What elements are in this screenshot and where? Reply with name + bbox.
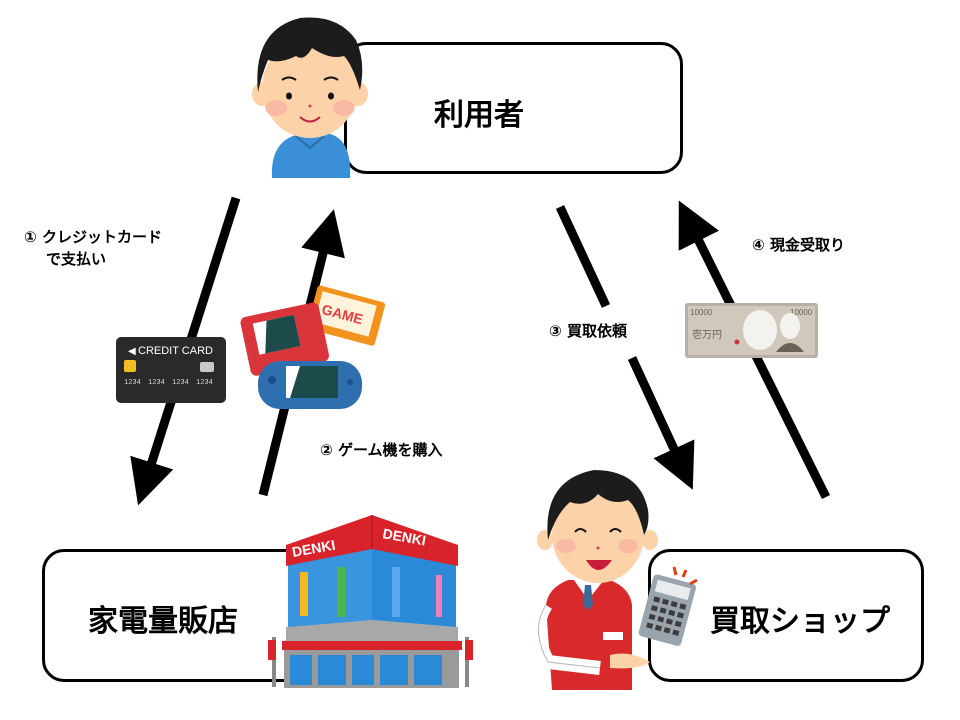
- store-sign-left: DENKI: [291, 537, 337, 560]
- buyback-shop-box: [648, 549, 924, 682]
- buyback-shop-label: 買取ショップ: [710, 604, 890, 639]
- shop-clerk-calculator-icon: [531, 470, 698, 690]
- step-1-text-line1: クレジットカード: [41, 228, 162, 246]
- store-sign-right: DENKI: [381, 525, 427, 548]
- step-4-label: ④ 現金受取り: [752, 234, 845, 256]
- credit-card-number-1: 1234: [124, 379, 141, 387]
- step-3-label: ③ 買取依頼: [549, 320, 627, 342]
- step-1-number: ①: [24, 228, 37, 246]
- step-4-number: ④: [752, 236, 765, 254]
- user-box: [344, 42, 683, 174]
- electronics-store-label: 家電量販店: [88, 604, 238, 639]
- step-3-text: 買取依頼: [566, 322, 627, 340]
- yen-banknote-icon: 10000 10000 壱万円: [685, 303, 818, 358]
- step-4-text: 現金受取り: [769, 236, 845, 254]
- step-2-label: ② ゲーム機を購入: [320, 439, 443, 461]
- credit-card-number-2: 1234: [148, 379, 165, 387]
- banknote-value-left: 10000: [690, 308, 713, 317]
- user-boy-icon: [252, 17, 368, 178]
- banknote-kanji: 壱万円: [692, 328, 722, 341]
- credit-card-number-3: 1234: [172, 379, 189, 387]
- step-1-label: ① クレジットカード で支払い: [24, 226, 162, 270]
- step-2-number: ②: [320, 441, 333, 459]
- game-console-icon: GAME: [240, 285, 386, 409]
- step-2-text: ゲーム機を購入: [337, 441, 443, 459]
- banknote-value-right: 10000: [790, 308, 813, 317]
- credit-card-icon: ◀ CREDIT CARD 1234 1234 1234 1234: [116, 337, 226, 403]
- credit-card-title: CREDIT CARD: [138, 345, 213, 357]
- credit-card-number-4: 1234: [196, 379, 213, 387]
- denki-store-building-icon: DENKI DENKI: [268, 515, 473, 688]
- arrow-step-3: [627, 356, 695, 490]
- user-label: 利用者: [434, 98, 524, 133]
- svg-text:◀: ◀: [128, 346, 136, 357]
- step-1-text-line2: で支払い: [46, 250, 107, 268]
- step-3-number: ③: [549, 322, 562, 340]
- arrow-step-3-upper: [555, 205, 611, 308]
